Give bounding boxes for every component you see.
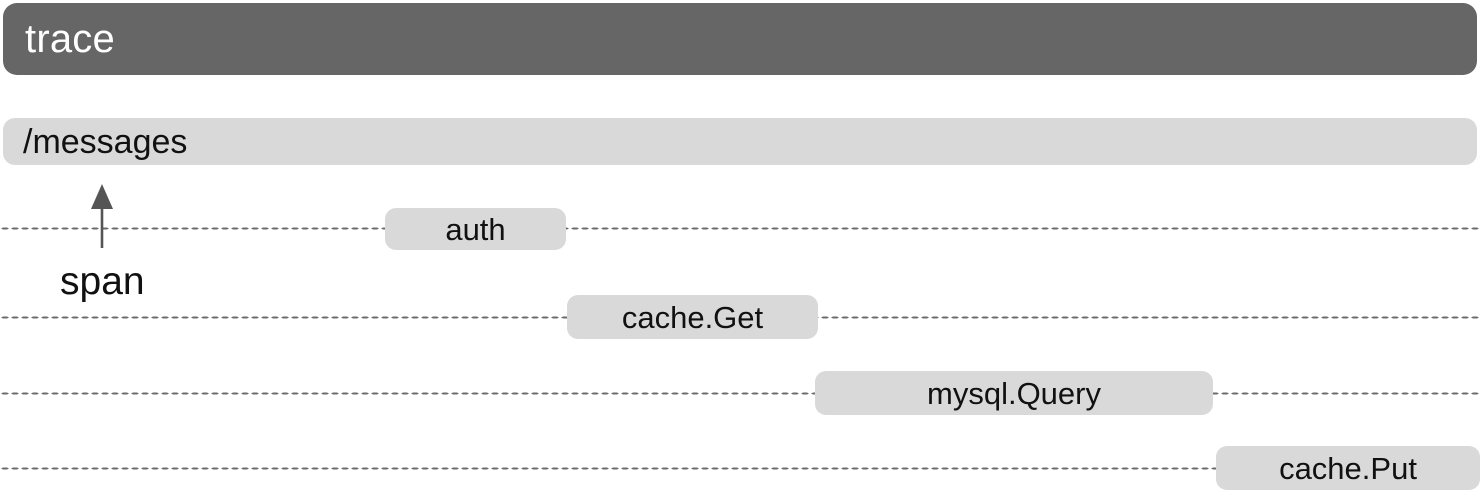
- span-annotation-caption: span: [60, 260, 145, 303]
- span-bar-auth[interactable]: auth: [385, 208, 566, 250]
- span-bar-cache-put[interactable]: cache.Put: [1216, 446, 1480, 490]
- trace-bar[interactable]: trace: [3, 3, 1477, 75]
- timeline-rule-2: [0, 392, 1480, 395]
- span-bar-cache-get[interactable]: cache.Get: [567, 295, 818, 339]
- root-span-bar[interactable]: /messages: [3, 118, 1477, 165]
- span-bar-mysql-query[interactable]: mysql.Query: [815, 371, 1213, 415]
- timeline-rule-0: [0, 227, 1480, 230]
- root-span-label: /messages: [23, 122, 188, 161]
- trace-bar-label: trace: [25, 17, 115, 61]
- span-bar-label: mysql.Query: [927, 375, 1101, 411]
- span-bar-label: cache.Put: [1279, 450, 1417, 486]
- span-bar-label: cache.Get: [621, 299, 764, 335]
- timeline-rule-3: [0, 467, 1480, 470]
- span-bar-label: auth: [445, 211, 506, 247]
- span-annotation-arrow-icon: [91, 184, 113, 248]
